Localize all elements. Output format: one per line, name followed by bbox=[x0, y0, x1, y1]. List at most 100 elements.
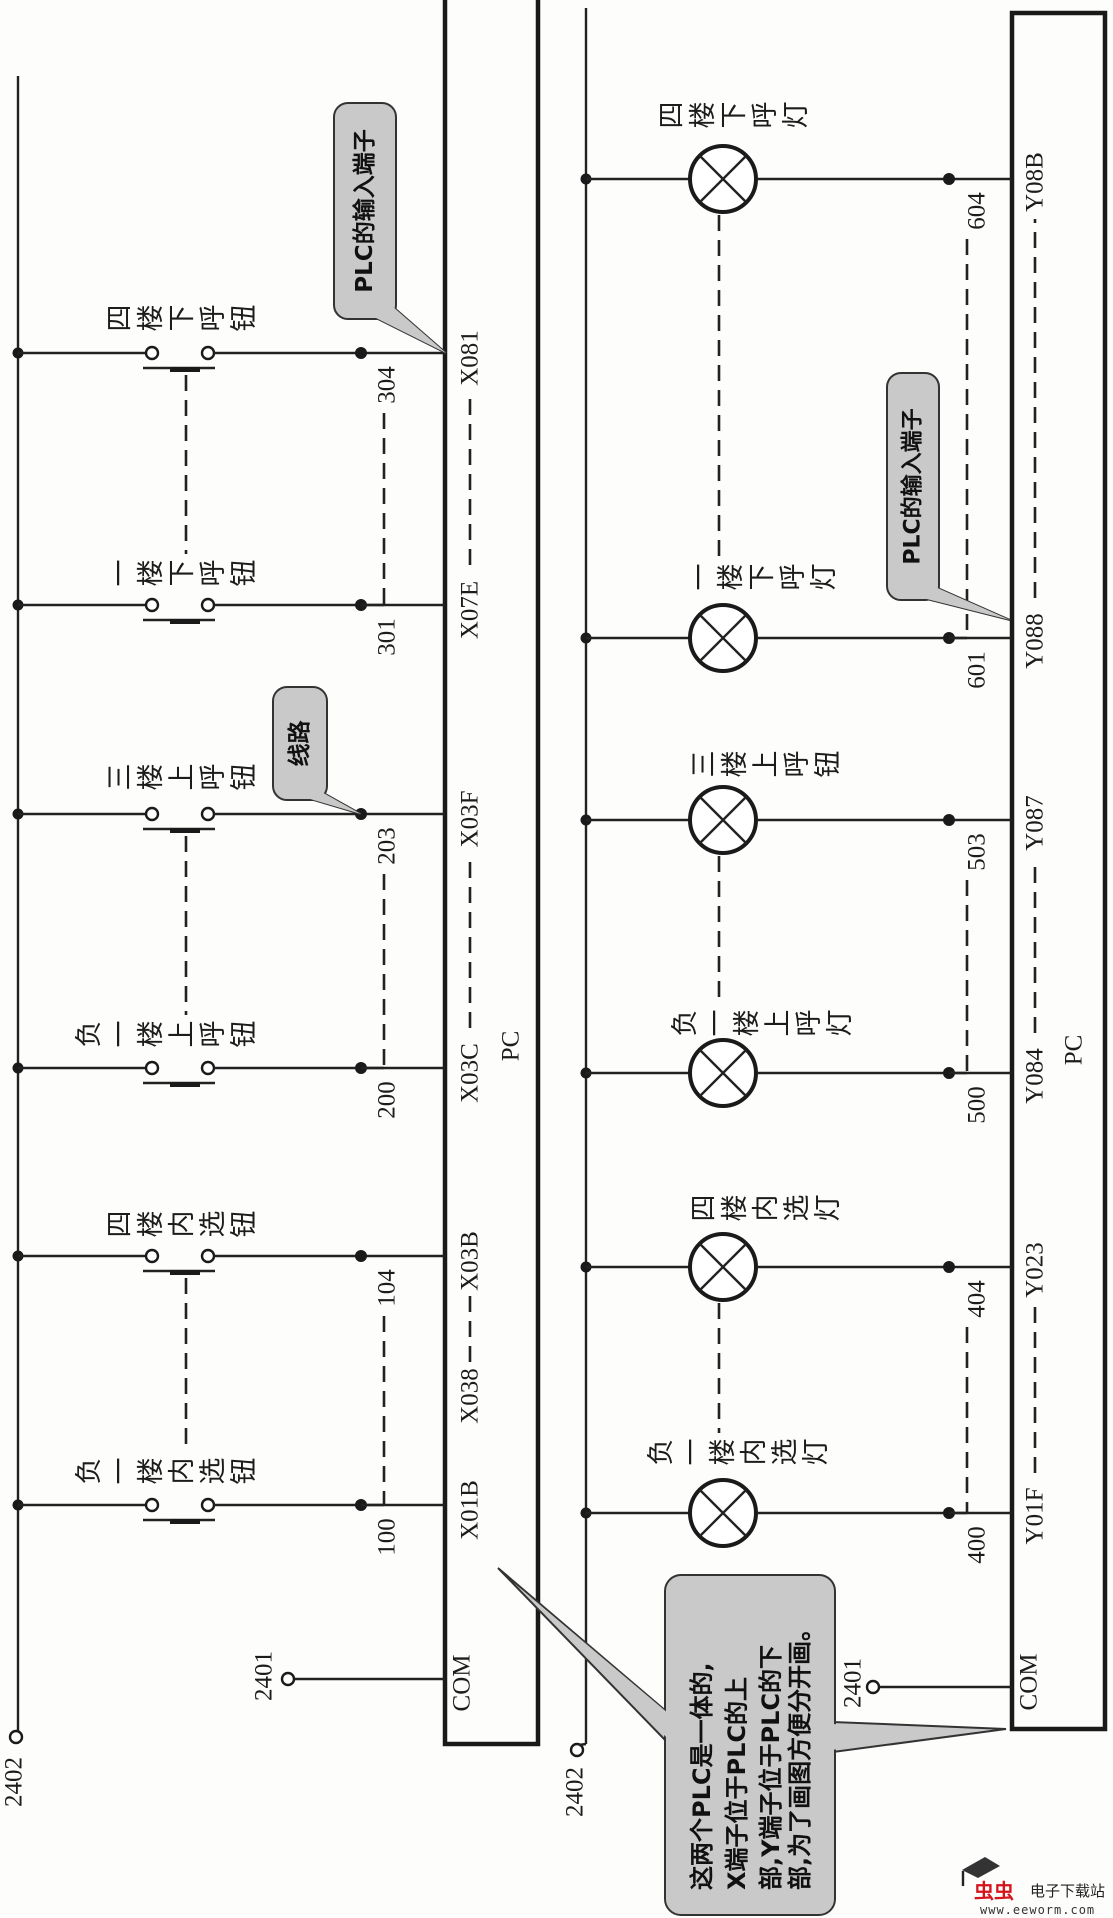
callout-text: 线路 bbox=[286, 720, 313, 767]
button-label: 四楼下呼钮 bbox=[105, 305, 260, 337]
plc-label: PC bbox=[1061, 1035, 1088, 1066]
push-button-actuator bbox=[170, 367, 200, 372]
callout-text: PLC的输入端子 bbox=[351, 129, 378, 292]
wire-number: 2402 bbox=[562, 1767, 589, 1817]
lamp-cross bbox=[699, 614, 747, 662]
callout-plc-note: 这两个PLC是一体的,X端子位于PLC的上部,Y端子位于PLC的下部,为了画图方… bbox=[497, 1567, 1007, 1916]
lamp-label: 一楼下呼灯 bbox=[685, 564, 840, 596]
lamp-cross bbox=[699, 1489, 747, 1537]
terminal-label: Y08B bbox=[1022, 152, 1049, 212]
wire-node-dot bbox=[943, 1261, 955, 1273]
wire-number: 601 bbox=[964, 651, 991, 689]
lamp-cross bbox=[699, 1049, 747, 1097]
terminal-label: X03B bbox=[457, 1231, 484, 1291]
lamp-label: 四楼下呼灯 bbox=[657, 102, 812, 134]
wire-number: 203 bbox=[374, 827, 401, 865]
com-terminal-label: COM bbox=[449, 1655, 476, 1712]
terminal-2402-icon bbox=[8, 1729, 24, 1745]
switch-contact-icon bbox=[200, 1248, 216, 1264]
terminal-2402-icon bbox=[569, 1742, 585, 1758]
terminal-label: X03C bbox=[457, 1043, 484, 1103]
button-label: 负一楼内选钮 bbox=[74, 1458, 260, 1490]
terminal-label: Y023 bbox=[1022, 1242, 1049, 1298]
switch-contact-icon bbox=[200, 1497, 216, 1513]
wire-node-dot bbox=[943, 814, 955, 826]
switch-contact-icon bbox=[144, 806, 160, 822]
plc-box-left bbox=[442, 0, 541, 1747]
lamp-cross bbox=[699, 155, 747, 203]
callout-plc-input-right: PLC的输入端子 bbox=[886, 372, 1011, 621]
com-terminal-label: COM bbox=[1016, 1654, 1043, 1711]
terminal-label: X07E bbox=[457, 581, 484, 639]
switch-contact-icon bbox=[200, 597, 216, 613]
wire-number: 400 bbox=[964, 1526, 991, 1564]
callout-bubble bbox=[272, 686, 328, 801]
button-label: 负一楼上呼钮 bbox=[74, 1021, 260, 1053]
callout-bubble bbox=[333, 102, 397, 320]
callout-pointer-fill bbox=[915, 586, 1010, 620]
wire-number: 304 bbox=[374, 366, 401, 404]
callout-pointer-fill bbox=[300, 790, 361, 814]
callout-pointer bbox=[497, 1567, 668, 1745]
push-button-actuator bbox=[170, 828, 200, 833]
wire-number: 404 bbox=[964, 1280, 991, 1318]
callout-note-line: 这两个PLC是一体的, bbox=[688, 1662, 716, 1890]
lamp-label: 负一楼上呼灯 bbox=[670, 1010, 856, 1042]
callout-bubble bbox=[886, 372, 940, 601]
wire-number: 604 bbox=[964, 192, 991, 230]
callout-plc-input-left: PLC的输入端子 bbox=[333, 102, 447, 354]
button-label: 四楼内选钮 bbox=[105, 1211, 260, 1243]
lamp-label: 三楼上呼钮 bbox=[689, 751, 844, 783]
wire-number: 500 bbox=[964, 1086, 991, 1124]
callout-pointer-fill bbox=[831, 1724, 990, 1750]
wire-node-dot bbox=[355, 347, 367, 359]
lamp-label: 负一楼内选灯 bbox=[646, 1439, 832, 1471]
callout-note-line: X端子位于PLC的上 bbox=[723, 1677, 751, 1890]
plc-label: PC bbox=[498, 1031, 525, 1062]
terminal-2401-icon bbox=[865, 1679, 881, 1695]
watermark-url: www.eeworm.com bbox=[980, 1903, 1095, 1917]
push-button-actuator bbox=[170, 1519, 200, 1524]
terminal-2401-icon bbox=[280, 1671, 296, 1687]
terminal-label: X01B bbox=[457, 1480, 484, 1540]
terminal-label: Y088 bbox=[1022, 613, 1049, 669]
watermark-logo: 虫虫电子下载站 www.eeworm.com bbox=[962, 1857, 1105, 1917]
graduation-cap-icon bbox=[962, 1857, 1000, 1878]
callout-text: PLC的输入端子 bbox=[900, 408, 926, 564]
switch-contact-icon bbox=[200, 345, 216, 361]
push-button-actuator bbox=[170, 619, 200, 624]
terminal-label: X081 bbox=[457, 330, 484, 386]
push-button-actuator bbox=[170, 1082, 200, 1087]
switch-contact-icon bbox=[200, 806, 216, 822]
wire-number: 2401 bbox=[251, 1651, 278, 1701]
terminal-label: X03F bbox=[457, 791, 484, 848]
button-label: 一楼下呼钮 bbox=[105, 560, 260, 592]
wire-number: 200 bbox=[374, 1081, 401, 1119]
lamp-cross bbox=[699, 1243, 747, 1291]
switch-contact-icon bbox=[144, 1497, 160, 1513]
wire-node-dot bbox=[355, 1250, 367, 1262]
wire-number: 2402 bbox=[1, 1757, 28, 1807]
terminal-label: Y084 bbox=[1022, 1048, 1049, 1104]
wire-node-dot bbox=[943, 173, 955, 185]
switch-contact-icon bbox=[144, 1248, 160, 1264]
terminal-label: Y01F bbox=[1022, 1488, 1049, 1545]
wire-number: 2401 bbox=[840, 1658, 867, 1708]
switch-contact-icon bbox=[200, 1060, 216, 1076]
wire-number: 301 bbox=[374, 618, 401, 656]
switch-contact-icon bbox=[144, 345, 160, 361]
callout-pointer-fill bbox=[520, 1588, 669, 1740]
switch-contact-icon bbox=[144, 597, 160, 613]
push-button-actuator bbox=[170, 1270, 200, 1275]
wire bbox=[578, 1742, 587, 1747]
lamp-cross bbox=[699, 796, 747, 844]
button-label: 三楼上呼钮 bbox=[105, 764, 260, 796]
switch-contact-icon bbox=[144, 1060, 160, 1076]
callout-pointer-fill bbox=[372, 306, 446, 353]
callout-note-line: 部,为了画图方便分开画。 bbox=[786, 1617, 814, 1890]
watermark-brand: 虫虫 bbox=[974, 1879, 1014, 1903]
wire-number: 100 bbox=[374, 1518, 401, 1556]
callout-note-line: 部,Y端子位于PLC的下 bbox=[757, 1645, 785, 1890]
watermark-site-name: 电子下载站 bbox=[1030, 1882, 1105, 1900]
